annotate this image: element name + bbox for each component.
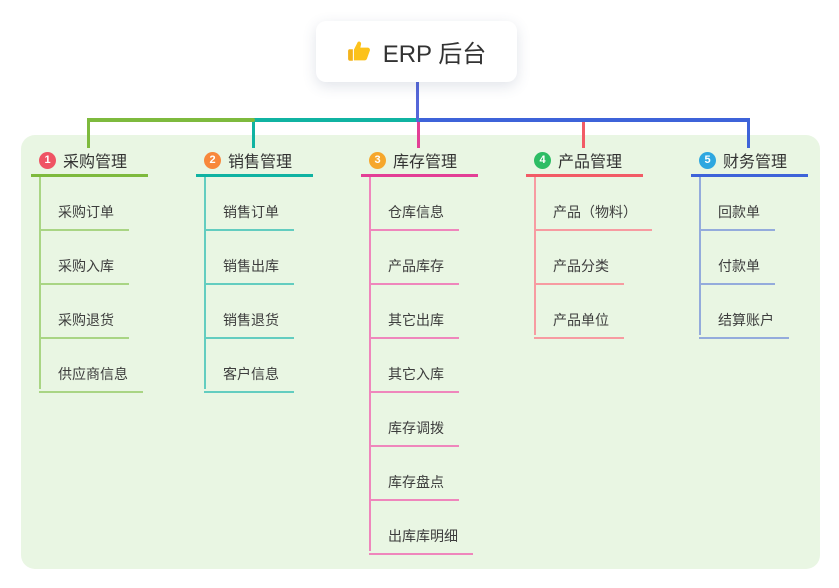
child-node[interactable]: 采购退货: [39, 285, 129, 339]
child-node[interactable]: 其它入库: [369, 339, 459, 393]
child-label: 产品库存: [369, 256, 459, 285]
branch-2: 2 销售管理销售订单销售出库销售退货客户信息: [196, 146, 313, 393]
branch-drop-line-3: [417, 118, 420, 148]
branch-node-2[interactable]: 2 销售管理: [196, 146, 313, 177]
branch-number-badge: 4: [534, 151, 551, 169]
branch-label: 库存管理: [393, 154, 458, 171]
children-connector-line: [39, 177, 41, 389]
branch-5: 5 财务管理回款单付款单结算账户: [691, 146, 808, 339]
child-node[interactable]: 库存调拨: [369, 393, 459, 447]
child-label: 结算账户: [699, 310, 789, 339]
branch-number-badge: 3: [369, 151, 386, 169]
branch-children: 产品（物料） 产品分类产品单位: [526, 177, 652, 339]
child-label: 库存盘点: [369, 472, 459, 501]
bus-segment-green: [87, 118, 255, 122]
branch-node-1[interactable]: 1 采购管理: [31, 146, 148, 177]
child-label: 客户信息: [204, 364, 294, 393]
branch-children: 回款单付款单结算账户: [691, 177, 808, 339]
bus-segment-blue: [417, 118, 750, 122]
root-node[interactable]: ERP 后台: [316, 21, 517, 82]
child-label: 采购订单: [39, 202, 129, 231]
child-node[interactable]: 采购订单: [39, 177, 129, 231]
child-label: 销售退货: [204, 310, 294, 339]
branch-1: 1 采购管理采购订单采购入库采购退货供应商信息: [31, 146, 148, 393]
child-label: 销售出库: [204, 256, 294, 285]
child-label: 仓库信息: [369, 202, 459, 231]
child-node[interactable]: 结算账户: [699, 285, 789, 339]
child-node[interactable]: 产品库存: [369, 231, 459, 285]
child-label: 其它出库: [369, 310, 459, 339]
child-label: 采购退货: [39, 310, 129, 339]
branch-3: 3 库存管理仓库信息产品库存其它出库其它入库库存调拨库存盘点出库库明细: [361, 146, 478, 555]
child-node[interactable]: 其它出库: [369, 285, 459, 339]
children-connector-line: [699, 177, 701, 335]
branch-number-badge: 1: [39, 151, 56, 169]
child-label: 产品（物料）: [534, 202, 652, 231]
child-label: 产品单位: [534, 310, 624, 339]
children-connector-line: [369, 177, 371, 551]
child-node[interactable]: 销售退货: [204, 285, 294, 339]
child-node[interactable]: 产品单位: [534, 285, 624, 339]
child-node[interactable]: 供应商信息: [39, 339, 143, 393]
child-label: 供应商信息: [39, 364, 143, 393]
child-label: 回款单: [699, 202, 775, 231]
child-node[interactable]: 产品（物料）: [534, 177, 652, 231]
root-title: ERP 后台: [382, 41, 487, 68]
branch-label: 产品管理: [558, 154, 623, 171]
child-label: 产品分类: [534, 256, 624, 285]
branch-node-4[interactable]: 4 产品管理: [526, 146, 643, 177]
child-node[interactable]: 回款单: [699, 177, 775, 231]
branch-children: 仓库信息产品库存其它出库其它入库库存调拨库存盘点出库库明细: [361, 177, 478, 555]
child-node[interactable]: 出库库明细: [369, 501, 473, 555]
root-connector-line: [416, 82, 419, 122]
child-label: 付款单: [699, 256, 775, 285]
child-label: 采购入库: [39, 256, 129, 285]
branch-drop-line-2: [252, 118, 255, 148]
bus-segment-teal: [252, 118, 420, 122]
child-node[interactable]: 库存盘点: [369, 447, 459, 501]
branches-panel: [21, 135, 820, 569]
child-node[interactable]: 付款单: [699, 231, 775, 285]
child-node[interactable]: 客户信息: [204, 339, 294, 393]
branch-label: 销售管理: [228, 154, 293, 171]
branch-drop-line-4: [582, 118, 585, 148]
branch-children: 采购订单采购入库采购退货供应商信息: [31, 177, 148, 393]
branch-drop-line-5: [747, 118, 750, 148]
branch-node-3[interactable]: 3 库存管理: [361, 146, 478, 177]
branch-drop-line-1: [87, 118, 90, 148]
branch-number-badge: 5: [699, 151, 716, 169]
child-node[interactable]: 仓库信息: [369, 177, 459, 231]
child-label: 库存调拨: [369, 418, 459, 447]
child-label: 其它入库: [369, 364, 459, 393]
child-label: 出库库明细: [369, 526, 473, 555]
child-node[interactable]: 销售出库: [204, 231, 294, 285]
children-connector-line: [204, 177, 206, 389]
thumbs-up-icon: [347, 41, 370, 61]
branch-label: 财务管理: [723, 154, 788, 171]
child-label: 销售订单: [204, 202, 294, 231]
branch-node-5[interactable]: 5 财务管理: [691, 146, 808, 177]
branch-label: 采购管理: [63, 154, 128, 171]
branch-4: 4 产品管理产品（物料） 产品分类产品单位: [526, 146, 652, 339]
branch-children: 销售订单销售出库销售退货客户信息: [196, 177, 313, 393]
child-node[interactable]: 产品分类: [534, 231, 624, 285]
children-connector-line: [534, 177, 536, 335]
branch-number-badge: 2: [204, 151, 221, 169]
child-node[interactable]: 采购入库: [39, 231, 129, 285]
child-node[interactable]: 销售订单: [204, 177, 294, 231]
